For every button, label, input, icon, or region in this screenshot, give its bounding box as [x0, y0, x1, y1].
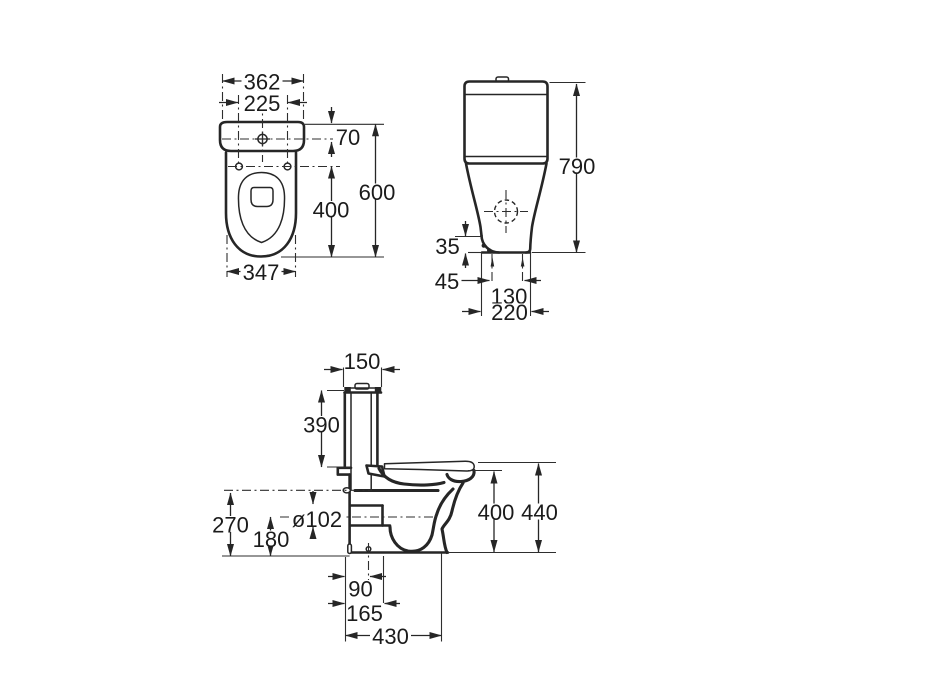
lid-corner-right: [374, 387, 382, 393]
body-left-front: [464, 162, 483, 237]
dim-label-rim-height: 400: [478, 500, 515, 525]
inlet-arc-front: [480, 234, 501, 254]
dim-label-fixing-height: 270: [212, 513, 249, 538]
body-right-front: [524, 162, 548, 254]
seat-bolt-hole-side: [342, 486, 352, 494]
dim-label-tank-height: 390: [303, 413, 340, 438]
dim-label-lid-height: 440: [521, 500, 558, 525]
lid-corner-left: [344, 387, 351, 393]
dim-label-total-height: 790: [559, 154, 596, 179]
tank-outline-front: [463, 80, 549, 165]
dim-label-outlet-diameter: ø102: [292, 507, 342, 532]
base-flange-side: [336, 466, 353, 476]
top-view: [218, 74, 384, 277]
dim-label-base-depth: 430: [372, 624, 409, 649]
dim-label-hole-to-front: 400: [313, 198, 350, 223]
bowl-outer-side: [440, 481, 465, 555]
trap-curve-side: [388, 487, 455, 553]
dim-label-base-width: 220: [491, 300, 528, 325]
rim-back-curve-side: [377, 466, 446, 487]
front-view: [455, 76, 586, 316]
dim-label-total-depth: 600: [359, 180, 396, 205]
floor-slot-side: [347, 543, 353, 555]
flush-opening-plan: [250, 186, 274, 208]
dim-label-outlet-from-wall: 165: [346, 601, 383, 626]
seat-lid-side: [383, 460, 475, 472]
inlet-bolt-icon: [481, 243, 486, 248]
dim-label-bowl-width: 347: [243, 260, 280, 285]
seat-ring-plan: [237, 171, 286, 244]
bowl-front-lip-side: [445, 468, 476, 484]
dim-label-inlet-to-bolt: 45: [435, 269, 459, 294]
dim-label-inlet-offset: 70: [336, 125, 360, 150]
dim-label-inlet-height: 35: [435, 234, 459, 259]
bowl-outline-plan: [224, 151, 298, 258]
dim-label-bolt-from-wall: 90: [348, 577, 372, 602]
dimension-labels: 362 225 70 600 400 347 790 35 45 130 220…: [210, 70, 598, 649]
dim-label-hole-spacing: 225: [244, 91, 281, 116]
inlet-bolt-icon: [487, 248, 492, 253]
dim-label-outlet-height: 180: [253, 527, 290, 552]
drain-crosshair-front: [484, 190, 528, 233]
dim-label-tank-depth: 150: [344, 349, 381, 374]
dim-label-tank-width: 362: [244, 70, 281, 95]
